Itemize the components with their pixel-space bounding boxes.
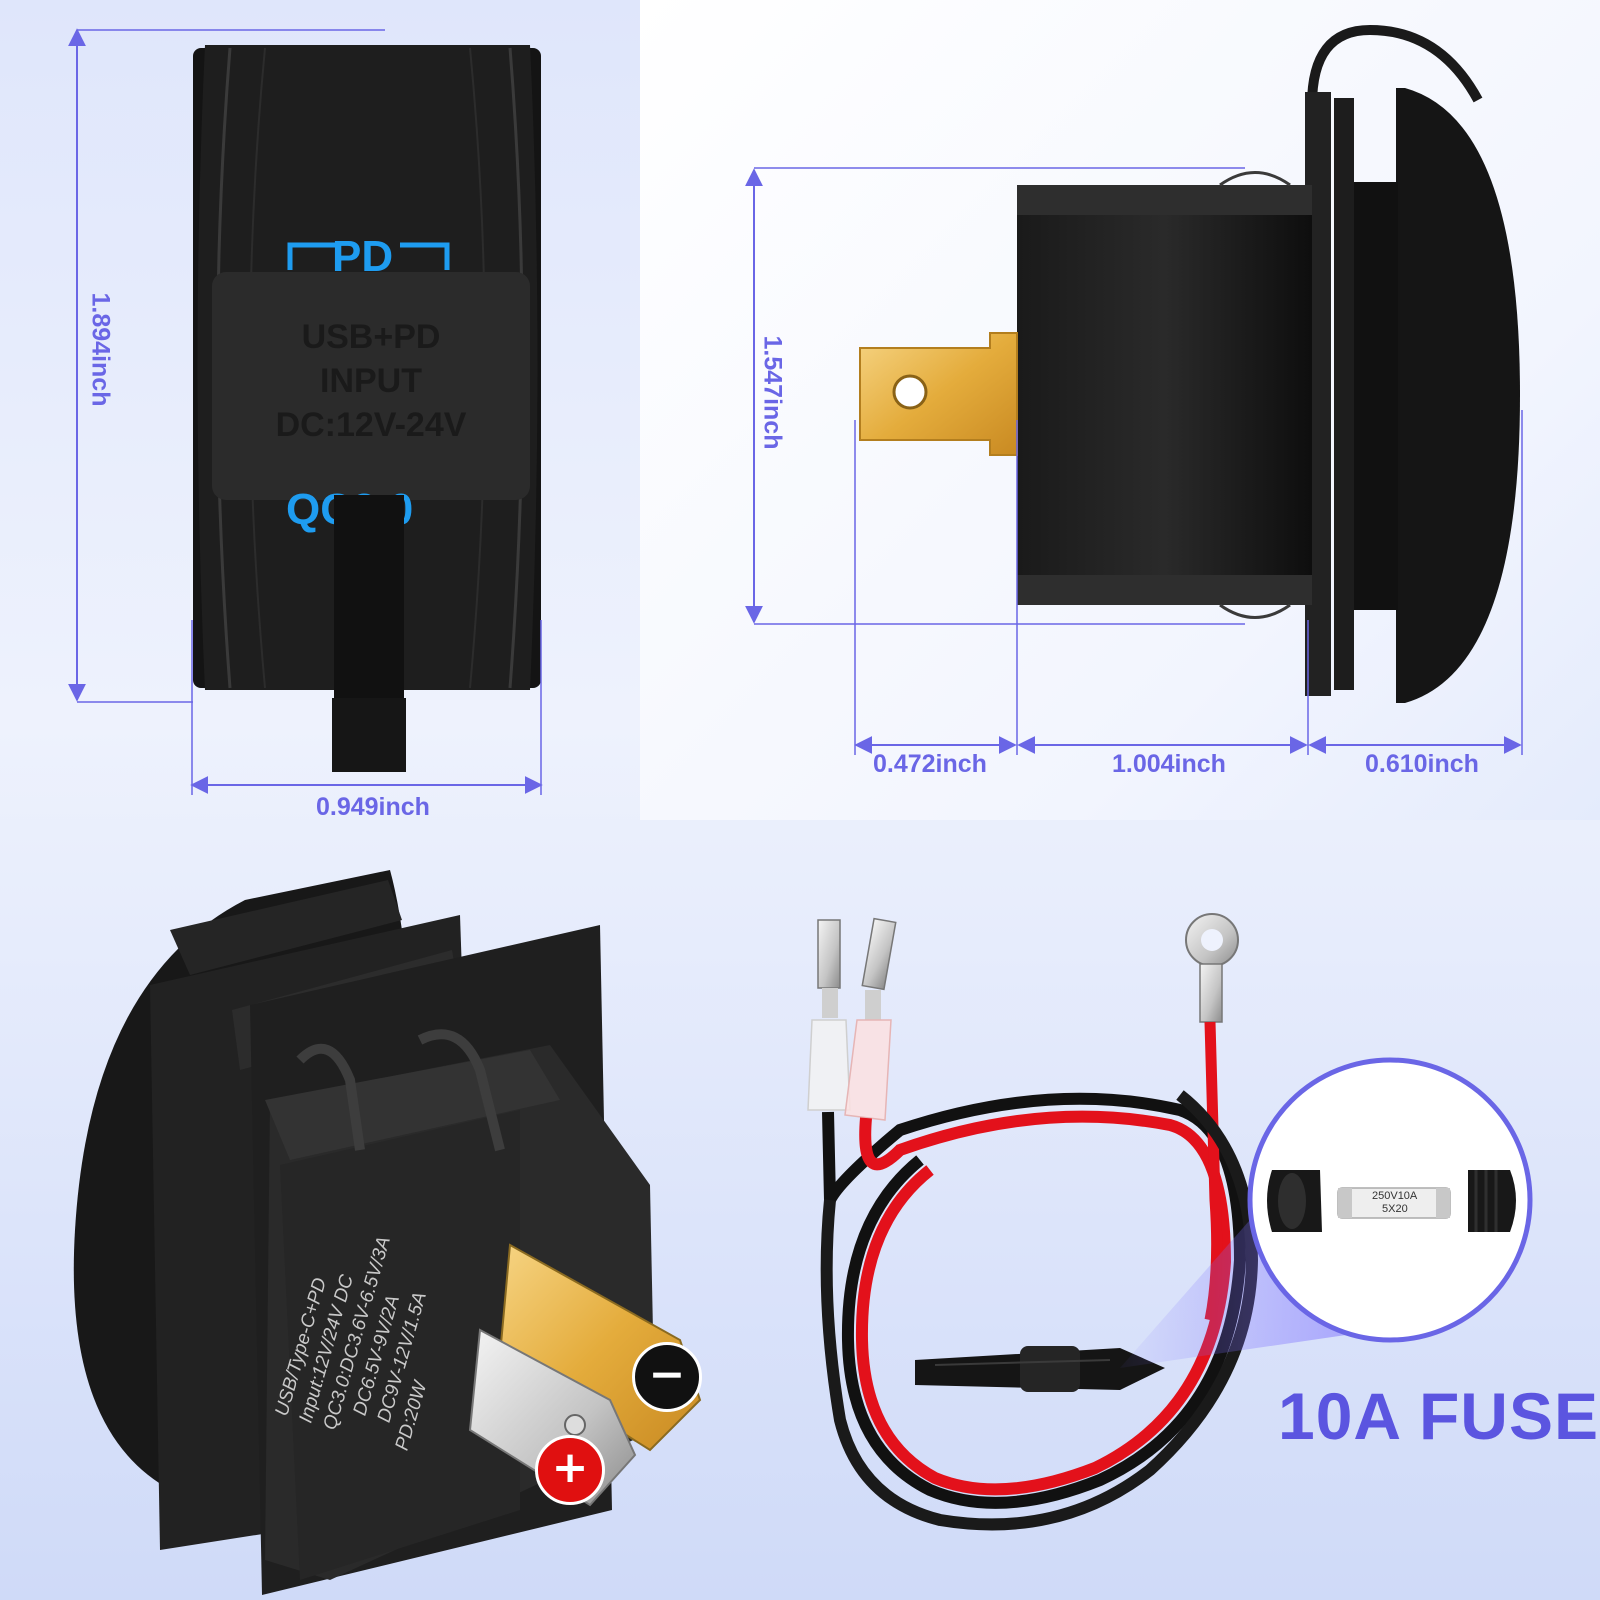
fuse-cap-left [1267, 1170, 1322, 1232]
side-height-dimension [745, 167, 1245, 625]
negative-badge: − [632, 1342, 702, 1412]
body-length-dim-label: 1.004inch [1112, 750, 1226, 778]
inline-fuse-holder [915, 1346, 1165, 1392]
front-view-switch [193, 45, 541, 772]
cap-depth-dim-label: 0.610inch [1365, 750, 1479, 778]
wiring-harness [807, 913, 1533, 1531]
side-height-dim-label: 1.547inch [758, 335, 787, 450]
front-text-line2: INPUT [320, 362, 422, 400]
front-height-dimension [68, 28, 385, 703]
flap-tab-cover [334, 495, 404, 555]
front-text-line1: USB+PD [301, 318, 441, 356]
spade-connector-red [844, 917, 897, 1121]
side-width-dimensions [854, 410, 1523, 755]
positive-badge: + [535, 1435, 605, 1505]
ring-terminal [1185, 913, 1239, 1023]
front-text-line3: DC:12V-24V [275, 406, 467, 444]
fuse-title: 10A FUSE [1278, 1379, 1599, 1453]
terminal-length-dim-label: 0.472inch [873, 750, 987, 778]
fuse-cap-right [1468, 1170, 1516, 1232]
side-view-switch [859, 24, 1520, 703]
front-width-dim-label: 0.949inch [316, 793, 430, 821]
front-height-dim-label: 1.894inch [86, 292, 115, 407]
fuse-magnifier [1247, 1057, 1533, 1343]
fuse-rating-label: 250V10A [1372, 1190, 1418, 1202]
glass-fuse [1337, 1187, 1451, 1219]
front-width-dimension [190, 620, 543, 795]
pd-led-label: PD [332, 232, 394, 281]
fuse-size-label: 5X20 [1382, 1203, 1408, 1215]
spade-connector-black [807, 919, 851, 1111]
